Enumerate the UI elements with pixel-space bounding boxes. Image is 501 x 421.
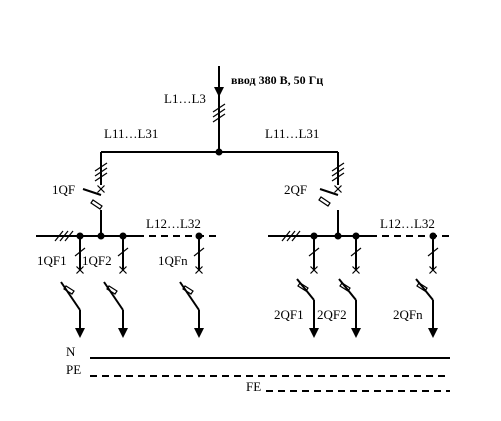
breaker-2qf1-label: 2QF1 — [274, 307, 304, 322]
breaker-2qf-contact — [319, 188, 339, 196]
breaker-1qfn-label: 1QFn — [158, 253, 188, 268]
conductors: N PE FE — [66, 344, 450, 394]
breaker-1qf-label: 1QF — [52, 182, 75, 197]
breaker-1qf1-label: 1QF1 — [37, 253, 67, 268]
left-bus: L12…L32 — [36, 216, 216, 242]
breaker-2qf2: 2QF2 — [317, 236, 362, 338]
bus-tick — [54, 230, 64, 242]
breaker-x-icon — [310, 266, 318, 274]
outgoing-arrow-icon — [118, 328, 128, 338]
phase-tick — [94, 167, 108, 177]
breaker-handle-icon — [416, 282, 428, 292]
branch-tick — [350, 247, 362, 257]
outgoing-arrow-icon — [194, 328, 204, 338]
breaker-handle-icon — [297, 282, 309, 292]
right-bus: L12…L32 — [268, 216, 450, 242]
breaker-x-icon — [119, 266, 127, 274]
right-bus-label: L12…L32 — [380, 216, 435, 231]
functional-earth-label: FE — [246, 379, 261, 394]
branch-tick — [193, 247, 205, 257]
breaker-2qf1: 2QF1 — [274, 236, 320, 338]
breaker-1qf-handle-icon — [90, 199, 103, 210]
breaker-2qf2-label: 2QF2 — [317, 307, 347, 322]
branch-tick — [427, 247, 439, 257]
breaker-contact — [338, 278, 357, 301]
branch-tick — [74, 247, 86, 257]
breaker-x-icon — [352, 266, 360, 274]
breaker-handle-icon — [106, 285, 118, 295]
phase-tick — [331, 167, 345, 177]
left-bus-label: L12…L32 — [146, 216, 201, 231]
breaker-2qfn: 2QFn — [393, 236, 439, 338]
bus-tick — [59, 230, 69, 242]
breaker-x-icon — [97, 185, 105, 193]
input-label: ввод 380 В, 50 Гц — [231, 73, 323, 87]
feeder-right-label: L11…L31 — [265, 126, 319, 141]
input-phases-label: L1…L3 — [164, 91, 206, 106]
breaker-x-icon — [195, 266, 203, 274]
breaker-handle-icon — [182, 285, 194, 295]
breaker-1qf-contact — [82, 188, 102, 196]
breaker-1qf2: 1QF2 — [82, 236, 129, 338]
breaker-2qf-label: 2QF — [284, 182, 307, 197]
breaker-x-icon — [76, 266, 84, 274]
phase-tick — [331, 162, 345, 172]
breaker-x-icon — [429, 266, 437, 274]
bus-tick — [291, 230, 301, 242]
breaker-1qf2-label: 1QF2 — [82, 253, 112, 268]
breaker-contact — [103, 281, 124, 311]
breaker-2qf-handle-icon — [318, 196, 331, 207]
bus-tick — [286, 230, 296, 242]
phase-tick — [331, 172, 345, 182]
bus-tick — [64, 230, 74, 242]
phase-tick — [94, 172, 108, 182]
bus-node — [334, 232, 342, 240]
phase-tick — [94, 162, 108, 172]
breaker-contact — [179, 281, 200, 311]
breaker-1qfn: 1QFn — [158, 236, 205, 338]
phase-tick — [212, 108, 226, 118]
breaker-contact — [415, 278, 434, 301]
input-feed: ввод 380 В, 50 Гц L1…L3 — [164, 66, 323, 152]
bus-tick — [281, 230, 291, 242]
branch-tick — [117, 247, 129, 257]
left-feeder: 1QF — [52, 152, 108, 236]
protective-label: PE — [66, 362, 81, 377]
outgoing-arrow-icon — [428, 328, 438, 338]
breaker-1qf1: 1QF1 — [37, 236, 86, 338]
phase-tick — [212, 103, 226, 113]
main-junction-node — [215, 148, 223, 156]
branch-tick — [308, 247, 320, 257]
right-feeder: 2QF — [284, 152, 345, 236]
breaker-x-icon — [334, 185, 342, 193]
breaker-contact — [60, 281, 81, 311]
breaker-handle-icon — [63, 285, 75, 295]
neutral-label: N — [66, 344, 76, 359]
breaker-contact — [296, 278, 315, 301]
input-arrow-icon — [214, 87, 224, 97]
breaker-handle-icon — [339, 282, 351, 292]
outgoing-arrow-icon — [351, 328, 361, 338]
main-bus: L11…L31 L11…L31 — [101, 126, 338, 156]
outgoing-arrow-icon — [75, 328, 85, 338]
breaker-2qfn-label: 2QFn — [393, 307, 423, 322]
outgoing-arrow-icon — [309, 328, 319, 338]
phase-tick — [212, 113, 226, 123]
feeder-left-label: L11…L31 — [104, 126, 158, 141]
bus-node — [97, 232, 105, 240]
